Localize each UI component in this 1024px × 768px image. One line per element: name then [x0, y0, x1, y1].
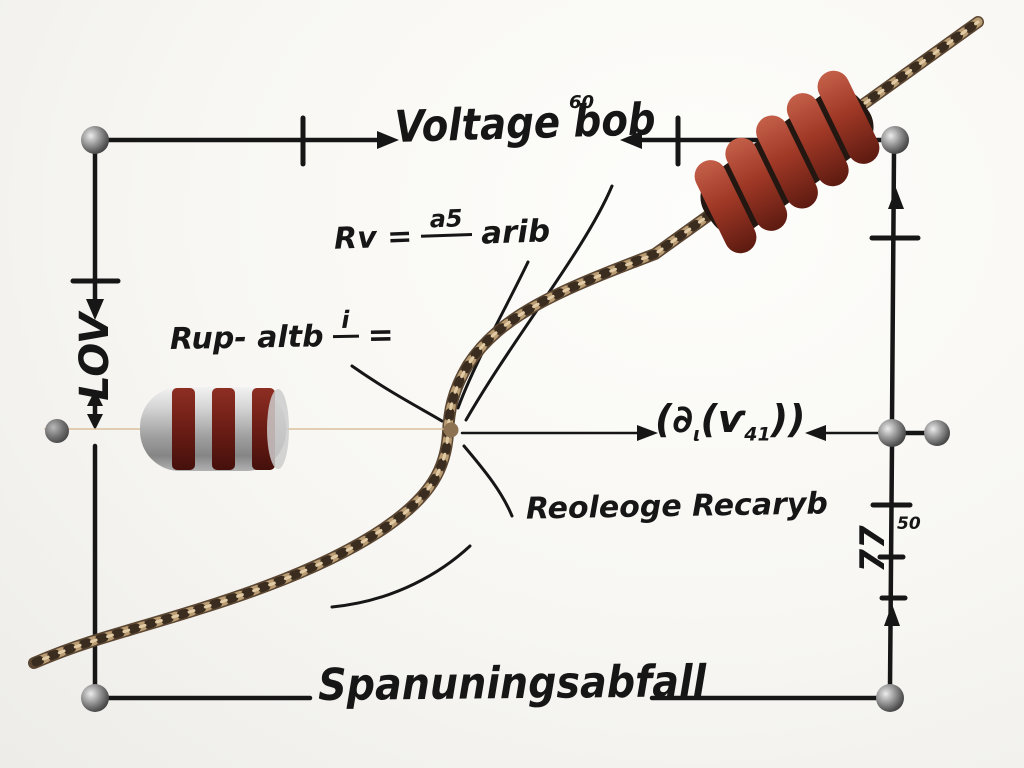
callout-from-wire — [330, 544, 472, 609]
arrow-up-small — [87, 390, 103, 406]
dimension-ticks — [70, 115, 921, 601]
node-right-middle-outer — [924, 420, 950, 446]
red-band — [725, 137, 788, 231]
twisted-wire — [28, 16, 984, 669]
callout-to-note — [462, 444, 514, 518]
junction-nodes — [45, 126, 950, 712]
arrow-right-to-voltage — [377, 131, 399, 149]
right-edge-top — [889, 149, 897, 424]
red-band — [817, 70, 880, 164]
silver-resistor-band — [172, 388, 195, 470]
node-bottom-right — [876, 684, 904, 712]
silver-resistor — [140, 387, 289, 471]
arrow-left-to-expression — [805, 425, 826, 441]
arrowheads — [86, 131, 904, 626]
arrow-down-left-edge — [86, 299, 104, 320]
red-band — [756, 115, 818, 209]
twisted-wire-highlight — [32, 20, 980, 665]
twisted-wire-strand-dark — [29, 17, 983, 668]
arrow-up-right-bottom — [884, 604, 900, 626]
red-band — [694, 160, 757, 254]
node-right-middle — [878, 419, 906, 447]
silver-resistor-end-cap — [267, 389, 289, 469]
node-top-right — [881, 126, 909, 154]
arrow-right-to-expression — [637, 425, 658, 441]
arrow-up-right-top — [888, 188, 904, 209]
silver-resistor-band — [212, 388, 235, 470]
node-top-left — [81, 126, 109, 154]
red-band — [786, 93, 849, 187]
right-edge-bottom — [887, 442, 895, 689]
node-lead-end — [45, 419, 69, 443]
node-bottom-left — [81, 684, 109, 712]
callout-from-rup-formula — [350, 364, 444, 423]
arrow-left-to-voltage — [620, 131, 642, 149]
arrow-down-small — [87, 414, 103, 430]
wire-junction — [443, 422, 459, 438]
red-coil-resistor — [694, 70, 880, 254]
